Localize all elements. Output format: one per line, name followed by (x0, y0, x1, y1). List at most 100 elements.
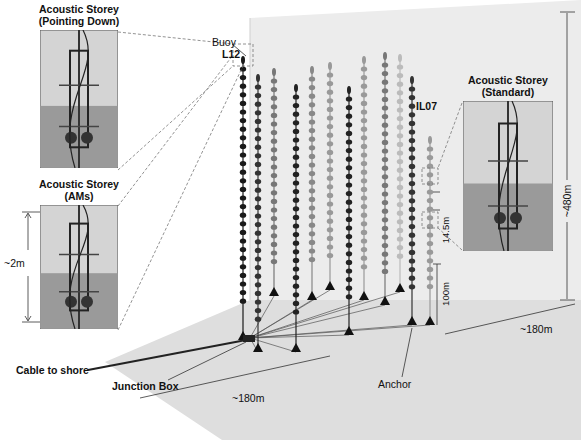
storey (293, 258, 299, 263)
storey (409, 258, 415, 263)
storey (309, 214, 315, 219)
anchor (359, 291, 369, 300)
storey (271, 242, 277, 247)
storey (240, 195, 246, 200)
storey (346, 294, 352, 299)
leader-lines (118, 32, 462, 330)
storey (409, 207, 415, 212)
storey (382, 252, 388, 257)
storey (271, 225, 277, 230)
storey (309, 197, 315, 202)
storey (255, 205, 261, 210)
leader-line (118, 55, 233, 206)
storey (293, 206, 299, 211)
storey (361, 127, 367, 132)
storey (409, 172, 415, 177)
dimension-label: ~2m (4, 257, 25, 269)
storey (240, 152, 246, 157)
storey (409, 138, 415, 143)
storey (397, 185, 403, 190)
dimension-lines (22, 12, 575, 398)
storey (293, 112, 299, 117)
storey (255, 102, 261, 107)
storey (255, 265, 261, 270)
storey (293, 284, 299, 289)
storey (293, 223, 299, 228)
storey (240, 101, 246, 106)
storey (427, 146, 433, 151)
storey (397, 228, 403, 233)
storey (397, 176, 403, 181)
storey (327, 124, 333, 129)
storey (409, 267, 415, 272)
storey (271, 87, 277, 92)
storey (240, 204, 246, 209)
storey (327, 244, 333, 249)
storey (240, 187, 246, 192)
buoy (256, 74, 260, 82)
photo-panel: Acoustic Storey (AMs) (38, 178, 120, 329)
storey (309, 171, 315, 176)
storey (240, 118, 246, 123)
storey (240, 281, 246, 286)
storey (271, 190, 277, 195)
storey (293, 94, 299, 99)
storey (397, 254, 403, 259)
storey (397, 90, 403, 95)
storey (397, 142, 403, 147)
storey (327, 227, 333, 232)
storey (409, 241, 415, 246)
storey (346, 217, 352, 222)
storey (255, 136, 261, 141)
storey (309, 94, 315, 99)
dimension-label: ~180m (520, 323, 552, 335)
storey (293, 163, 299, 168)
storey (361, 247, 367, 252)
storey (427, 232, 433, 237)
storey (309, 102, 315, 107)
storey (255, 110, 261, 115)
buoy (362, 56, 366, 64)
storey (397, 73, 403, 78)
floor-cable (250, 300, 364, 338)
buoy (383, 52, 387, 60)
storey (240, 135, 246, 140)
storey (271, 250, 277, 255)
floor-cable (250, 290, 330, 338)
storey (327, 219, 333, 224)
storey (382, 200, 388, 205)
storey (361, 204, 367, 209)
floor-cable (250, 292, 400, 338)
storey (327, 133, 333, 138)
storey (361, 144, 367, 149)
storey (382, 88, 388, 93)
storey (382, 209, 388, 214)
storey (327, 81, 333, 86)
storey (255, 170, 261, 175)
storey (397, 150, 403, 155)
storey (346, 139, 352, 144)
storey (409, 198, 415, 203)
storey (409, 224, 415, 229)
storey (361, 75, 367, 80)
storey (361, 221, 367, 226)
storey (293, 137, 299, 142)
storey (309, 257, 315, 262)
part-label: Cable to shore (16, 364, 89, 376)
storey (361, 264, 367, 269)
storey (293, 103, 299, 108)
storey (346, 277, 352, 282)
leader-line (118, 66, 243, 330)
storey (271, 164, 277, 169)
storey (271, 259, 277, 264)
storey (397, 193, 403, 198)
storey (346, 243, 352, 248)
storey (240, 299, 246, 304)
storey (240, 273, 246, 278)
anchor (325, 281, 335, 290)
storey (382, 80, 388, 85)
storey-photo (463, 101, 553, 251)
storey (346, 122, 352, 127)
storey (309, 145, 315, 150)
